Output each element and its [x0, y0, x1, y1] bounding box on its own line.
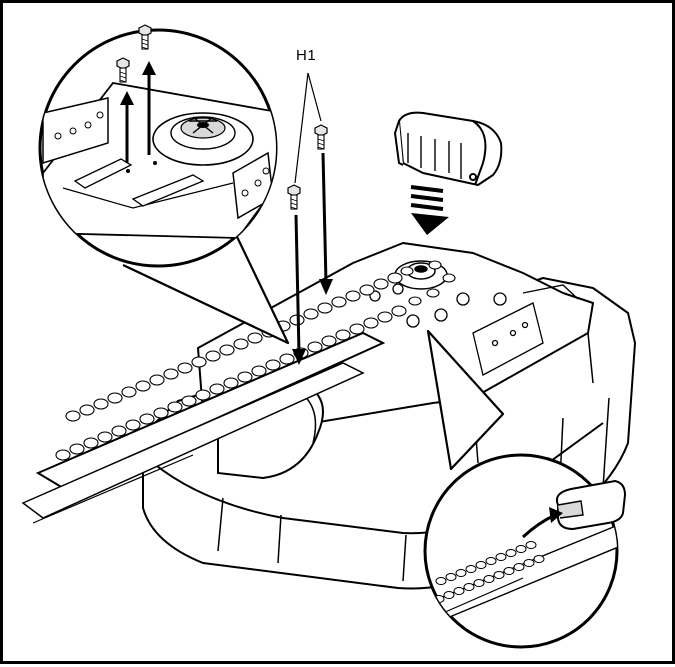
rail-and-chain [21, 260, 456, 524]
magnifier-callout-icon-detail [423, 329, 627, 649]
chain-cover-icon [394, 111, 503, 235]
hex-bolt-icon [287, 72, 333, 365]
callout-label-h1: H1 [296, 47, 317, 64]
assembly-diagram [21, 24, 636, 649]
mounting-hardware [369, 283, 579, 376]
magnifier-callout-icon [38, 24, 290, 345]
